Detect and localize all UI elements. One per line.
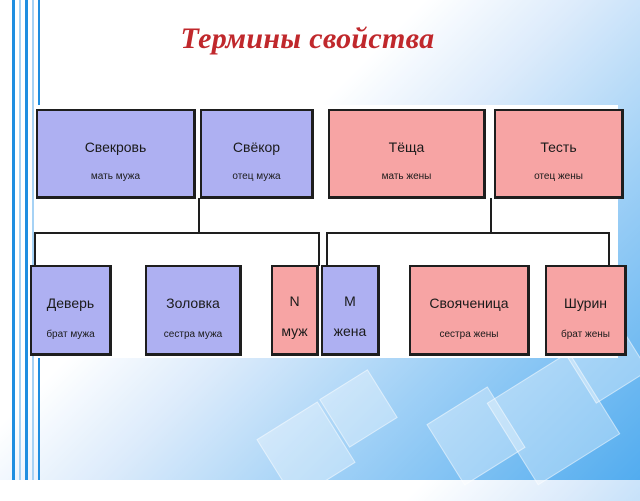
connector-line: [34, 232, 36, 266]
term-name: Деверь: [46, 295, 95, 311]
term-box-svoyachenitsa: Свояченица сестра жены: [409, 265, 530, 356]
term-name: N: [289, 293, 300, 309]
term-name: Свёкор: [232, 139, 281, 155]
term-meaning: брат мужа: [46, 329, 95, 340]
decor-stripe: [12, 0, 15, 480]
term-meaning: сестра жены: [439, 329, 499, 340]
term-box-tescha: Тёща мать жены: [328, 109, 486, 199]
connector-line: [318, 232, 320, 266]
connector-line: [490, 198, 492, 234]
page-title: Термины свойства: [180, 22, 435, 55]
term-box-husband: N муж: [271, 265, 319, 356]
term-meaning: брат жены: [561, 329, 610, 340]
term-meaning: отец мужа: [232, 171, 281, 182]
term-meaning: отец жены: [534, 171, 583, 182]
term-name: M: [344, 293, 356, 309]
term-name: Тёща: [388, 139, 425, 155]
term-name: Тесть: [540, 139, 577, 155]
term-box-test: Тесть отец жены: [494, 109, 624, 199]
connector-line: [326, 232, 328, 266]
term-meaning: сестра мужа: [163, 329, 223, 340]
term-name: Свекровь: [84, 139, 147, 155]
connector-line: [34, 232, 320, 234]
connector-line: [326, 232, 610, 234]
term-name: Свояченица: [429, 295, 509, 311]
term-meaning: мать жены: [381, 171, 432, 182]
term-meaning: муж: [281, 323, 308, 339]
connector-line: [608, 232, 610, 266]
term-box-zolovka: Золовка сестра мужа: [145, 265, 242, 356]
term-box-wife: M жена: [321, 265, 380, 356]
decor-stripe: [25, 0, 28, 480]
term-box-svekrov: Свекровь мать мужа: [36, 109, 196, 199]
diagram-panel: Свекровь мать мужа Свёкор отец мужа Тёща…: [30, 105, 627, 358]
term-box-dever: Деверь брат мужа: [30, 265, 112, 356]
decor-stripe: [32, 0, 34, 480]
term-box-shurin: Шурин брат жены: [545, 265, 627, 356]
term-name: Золовка: [166, 295, 220, 311]
term-meaning: жена: [333, 323, 367, 339]
term-meaning: мать мужа: [90, 171, 141, 182]
connector-line: [198, 198, 200, 234]
term-name: Шурин: [563, 295, 607, 311]
decor-stripe: [19, 0, 21, 480]
term-box-svekor: Свёкор отец мужа: [200, 109, 314, 199]
